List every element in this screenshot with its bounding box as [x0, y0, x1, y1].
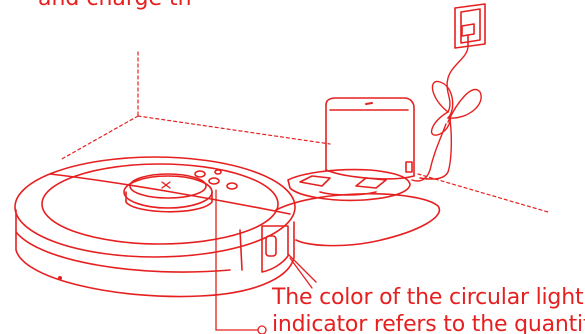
- power-cable: [412, 46, 481, 181]
- callout-text-line-2: indicator refers to the quantity: [272, 312, 585, 334]
- charging-dock-icon: [288, 98, 414, 200]
- top-caption-fragment: and charge th: [38, 0, 192, 11]
- robot-vacuum-icon: [15, 157, 316, 297]
- callout-text-line-1: The color of the circular light: [272, 285, 583, 310]
- wall-socket-icon: [455, 4, 485, 48]
- floor-outline: [276, 194, 439, 246]
- room-corner-guides: [60, 52, 548, 212]
